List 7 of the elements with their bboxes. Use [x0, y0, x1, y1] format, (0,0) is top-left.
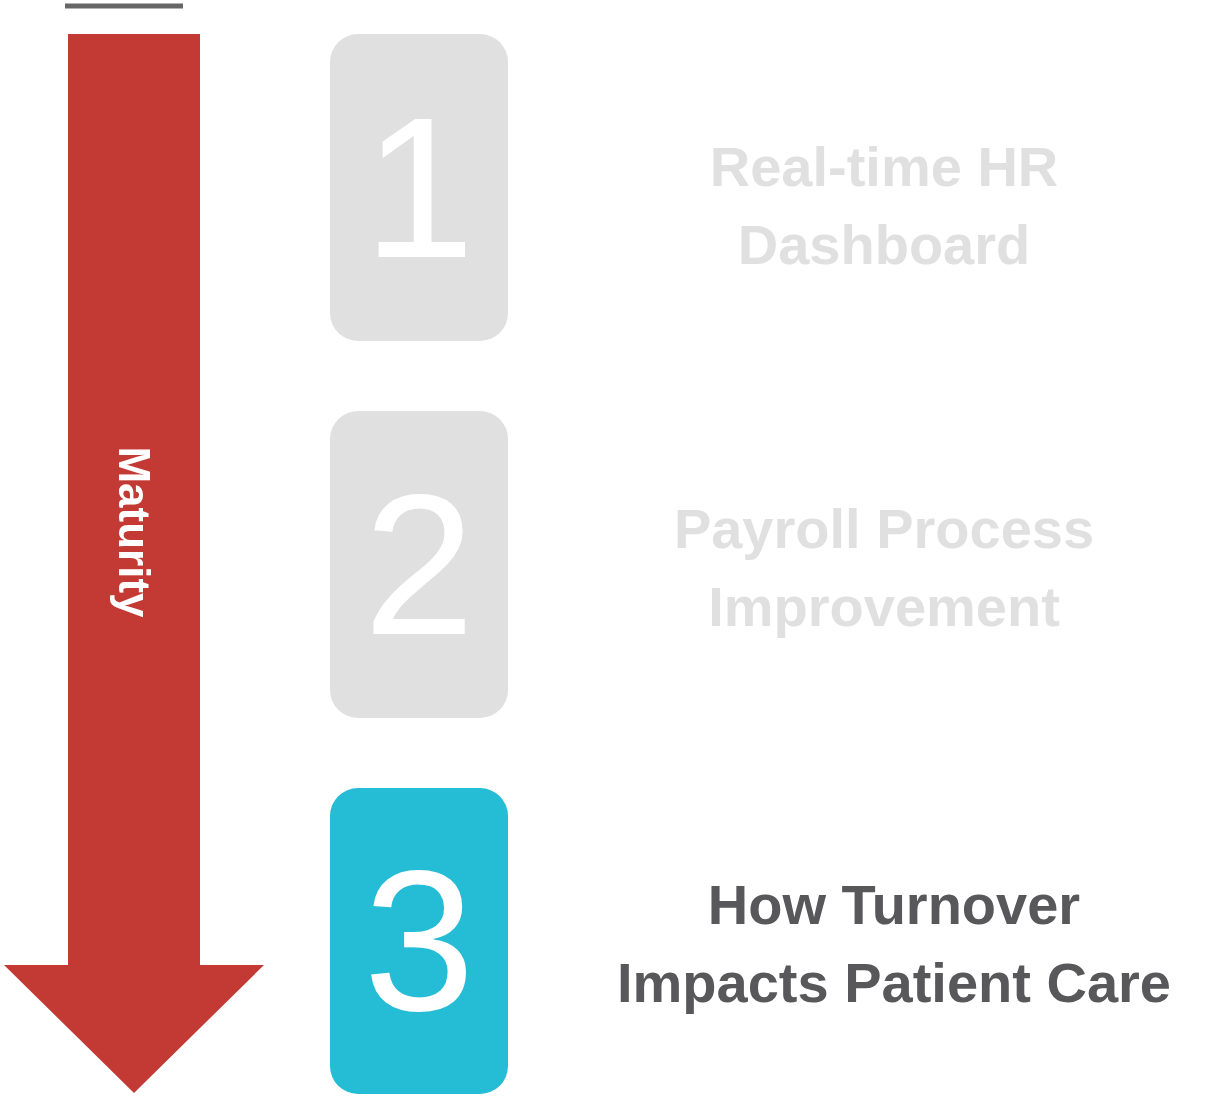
- step-box: [330, 788, 508, 1094]
- maturity-arrow: [4, 34, 264, 1093]
- step-number: 3: [362, 828, 476, 1054]
- step-box: [330, 34, 508, 341]
- step-box: [330, 411, 508, 718]
- step-title: How Turnover Impacts Patient Care: [616, 872, 1172, 1016]
- arrow-label: Maturity: [109, 446, 159, 618]
